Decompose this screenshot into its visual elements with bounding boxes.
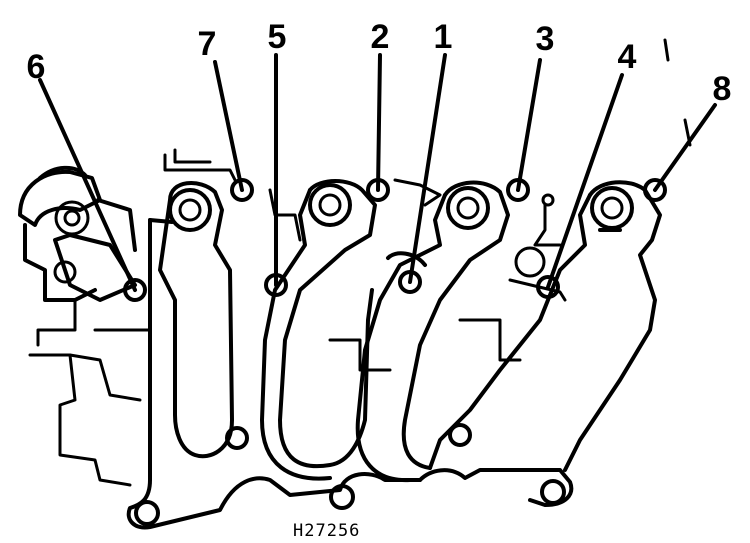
bolt-6-head	[123, 278, 147, 302]
callout-3: 3	[536, 20, 555, 58]
engine-block-outline	[28, 38, 692, 487]
bolt-7-head	[230, 178, 254, 202]
leader-3	[516, 58, 542, 192]
figure-code: H27256	[293, 521, 360, 541]
callout-1: 1	[434, 18, 453, 56]
runner-1	[158, 180, 234, 459]
leader-lines	[38, 53, 717, 292]
callout-4: 4	[618, 38, 637, 76]
callout-5: 5	[268, 18, 287, 56]
callout-8: 8	[713, 70, 732, 108]
flange-studs	[134, 423, 566, 526]
bolt-8-head	[643, 178, 667, 202]
runner-2	[260, 179, 377, 481]
callout-2: 2	[371, 18, 390, 56]
throttle-body	[18, 165, 137, 302]
leader-6	[38, 78, 137, 292]
callout-7: 7	[198, 25, 217, 63]
leader-4	[546, 73, 624, 289]
callout-6: 6	[27, 48, 46, 86]
runner-3	[355, 180, 510, 483]
leader-8	[653, 103, 717, 192]
leader-7	[213, 60, 244, 192]
callout-numbers: 1 2 3 4 5 6 7 8	[27, 18, 732, 108]
leader-1	[408, 53, 447, 284]
bolt-4-head	[536, 275, 560, 299]
leader-2	[376, 53, 382, 192]
